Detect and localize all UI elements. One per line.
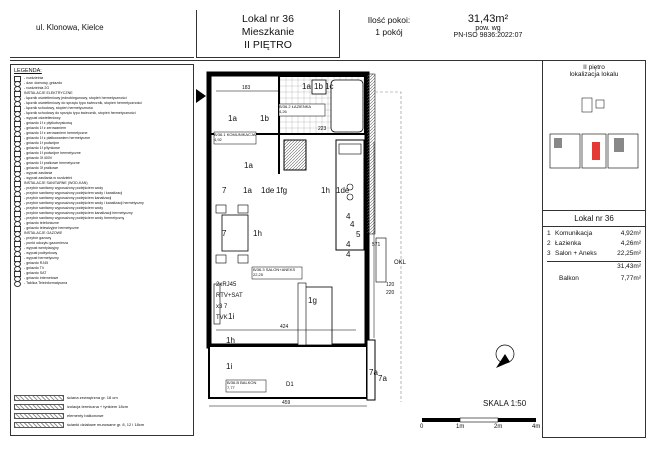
plan-dimension: 424 bbox=[280, 324, 289, 330]
unit-title: Lokal nr 36 bbox=[242, 13, 294, 25]
balcony-row: Balkon 7,77m² bbox=[543, 274, 645, 284]
rooms-label: Ilość pokoi: bbox=[367, 15, 411, 25]
floor-location-map bbox=[549, 97, 639, 169]
plan-label: 7 bbox=[222, 229, 227, 238]
plan-label: 1a bbox=[228, 114, 237, 123]
area-value: 31,43m² bbox=[467, 13, 509, 25]
unit-type: Mieszkanie bbox=[241, 26, 295, 38]
material-swatch-icon bbox=[14, 403, 64, 410]
plan-dimension: 571 bbox=[372, 242, 381, 248]
legend-material: ściana zewnętrzna gr. 18 cm bbox=[14, 393, 190, 402]
north-arrow-icon bbox=[496, 354, 510, 368]
plan-dimension: 459 bbox=[282, 400, 291, 406]
header-divider bbox=[10, 60, 644, 61]
plan-label: 1a bbox=[244, 161, 253, 170]
balcony-label: Balkon bbox=[559, 275, 579, 282]
material-swatch-icon bbox=[14, 412, 64, 419]
scale-tick-1: 1m bbox=[456, 424, 465, 430]
plan-label: D1 bbox=[286, 382, 294, 388]
plan-label: 1a bbox=[302, 82, 311, 91]
plan-label: x3 bbox=[216, 304, 223, 310]
scale-label: SKALA 1:50 bbox=[483, 399, 527, 408]
right-panel: II piętro lokalizacja lokalu Lokal nr 36… bbox=[542, 60, 646, 438]
material-swatch-icon bbox=[14, 394, 64, 401]
scale-bar bbox=[422, 417, 536, 423]
plan-dimension: 183 bbox=[242, 85, 251, 91]
header-rooms-box: Ilość pokoi: 1 pokój bbox=[342, 10, 436, 58]
summary-total-row: 31,43m² bbox=[543, 262, 645, 272]
unit-floor: II PIĘTRO bbox=[244, 39, 292, 51]
floor-subtitle: lokalizacja lokalu bbox=[569, 71, 619, 78]
plan-label: OKL bbox=[394, 260, 407, 266]
scale-tick-2: 2m bbox=[494, 424, 503, 430]
floor-plan bbox=[196, 71, 536, 423]
header-area-box: 31,43m² pow. wg PN-ISO 9836:2022:07 bbox=[438, 10, 538, 58]
legend-symbol-icon bbox=[14, 280, 21, 287]
legend-item: - Tablica Teleinformatyczna bbox=[14, 280, 190, 287]
legend-material: ścianki działowe murowane gr. 8, 12 i 18… bbox=[14, 420, 190, 429]
plan-label: 1b bbox=[314, 82, 323, 91]
plan-label: 4 bbox=[346, 250, 351, 259]
plan-label: 1b bbox=[260, 114, 269, 123]
plan-label: 4 bbox=[346, 212, 351, 221]
plan-label: 1a bbox=[243, 186, 252, 195]
plan-label: 7a bbox=[369, 368, 378, 377]
rooms-value: 1 pokój bbox=[375, 27, 403, 37]
plan-label: 1h bbox=[321, 186, 330, 195]
plan-label: 7a bbox=[378, 374, 387, 383]
plan-label: 2xRJ45 bbox=[216, 282, 237, 288]
plan-label: 7 bbox=[222, 186, 227, 195]
summary-title: Lokal nr 36 bbox=[574, 214, 614, 223]
plan-label: 1c bbox=[325, 82, 334, 91]
scale-tick-3: 4m bbox=[532, 424, 541, 430]
plan-label: TVK bbox=[216, 315, 228, 321]
plan-label: RTV+SAT bbox=[216, 293, 243, 299]
scale-tick-0: 0 bbox=[420, 424, 424, 430]
plan-label: 1h bbox=[226, 336, 235, 345]
plan-label: 1h bbox=[253, 229, 262, 238]
area-standard: PN-ISO 9836:2022:07 bbox=[453, 32, 523, 39]
plan-label: 1i bbox=[228, 312, 235, 321]
area-note: pow. wg bbox=[475, 25, 501, 32]
material-swatch-icon bbox=[14, 421, 64, 428]
legend-title: LEGENDA: bbox=[14, 68, 42, 74]
plan-dimension: 120 bbox=[386, 282, 395, 288]
header-unit-box: Lokal nr 36 Mieszkanie II PIĘTRO bbox=[196, 10, 340, 58]
plan-label: 4 bbox=[350, 220, 355, 229]
plan-label: 1g bbox=[308, 296, 317, 305]
floor-title: II piętro bbox=[583, 64, 605, 71]
header-address-box: ul. Klonowa, Kielce bbox=[10, 10, 194, 58]
legend-material: izolacja termiczna + tynkiem 18cm bbox=[14, 402, 190, 411]
plan-label: 4 bbox=[346, 240, 351, 249]
plan-dimension: 220 bbox=[386, 290, 395, 296]
plan-label: 7 bbox=[224, 304, 228, 310]
plan-label: 1de bbox=[261, 186, 275, 195]
address: ul. Klonowa, Kielce bbox=[36, 23, 104, 32]
plan-label: 1de bbox=[336, 186, 350, 195]
legend-panel: LEGENDA: - rozdzielnia- dzw. domowy, gni… bbox=[10, 64, 194, 436]
legend-material: elementy balkonowe bbox=[14, 411, 190, 420]
plan-dimension: 223 bbox=[318, 126, 327, 132]
plan-label: 1i bbox=[226, 362, 233, 371]
legend-list: - rozdzielnia- dzw. domowy, gniazdo- roz… bbox=[14, 75, 190, 287]
summary-total: 31,43m² bbox=[617, 263, 641, 270]
plan-label: 5 bbox=[356, 230, 361, 239]
entry-arrow-icon bbox=[196, 89, 206, 103]
balcony-area: 7,77m² bbox=[620, 275, 641, 282]
plan-label: 1fg bbox=[276, 186, 288, 195]
